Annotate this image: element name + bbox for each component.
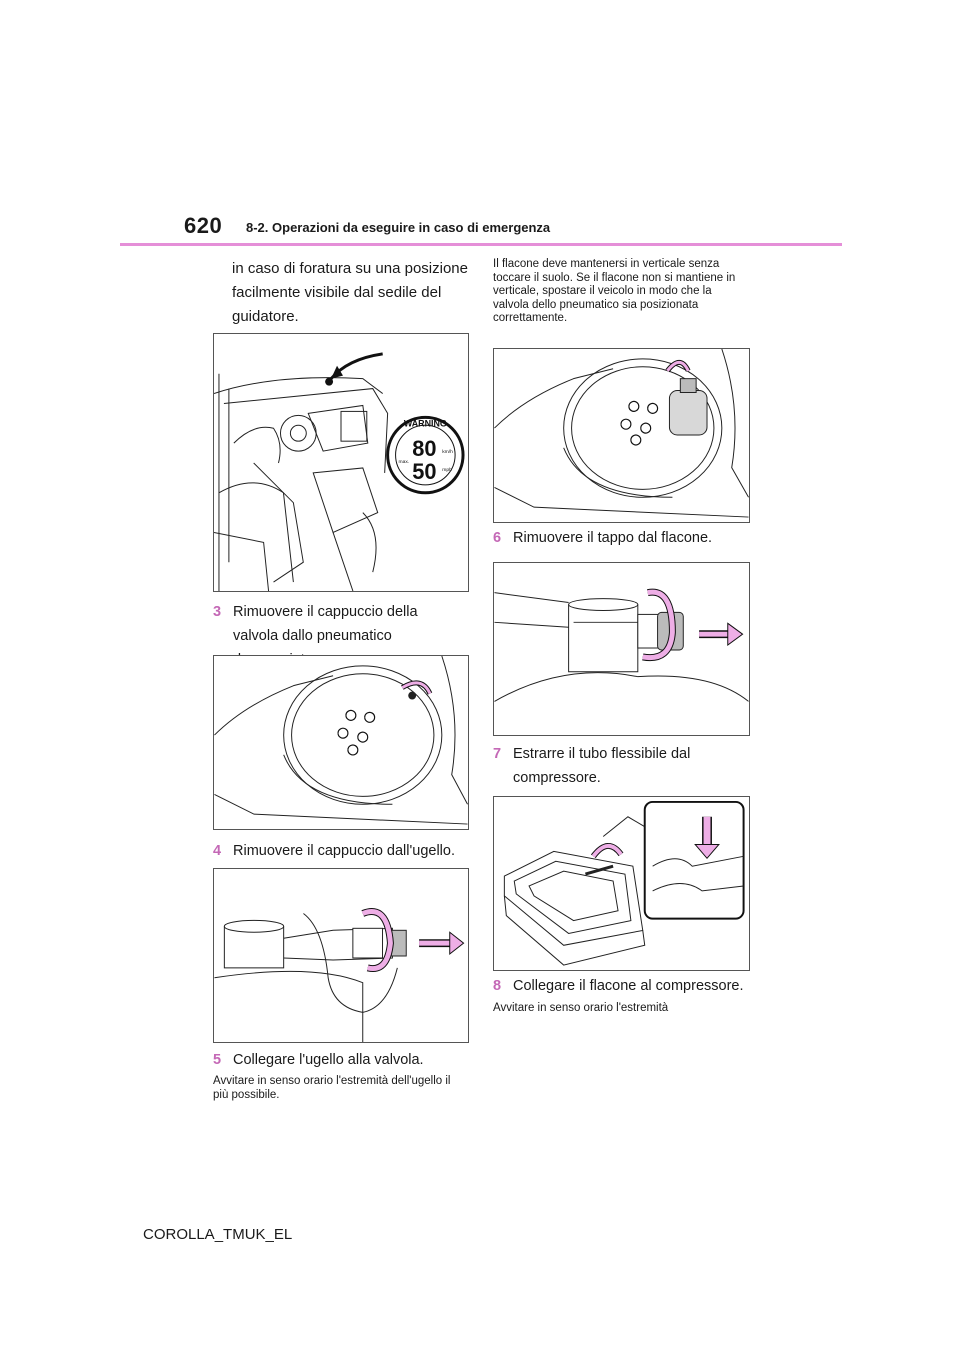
step-5-note: Avvitare in senso orario l'estremità del… [213, 1075, 451, 1101]
step-number: 6 [493, 530, 502, 546]
dashboard-illustration: WARNING 80 50 km/h mph max. [214, 352, 465, 591]
header-rule [120, 243, 842, 246]
figure-compressor-hose [493, 796, 750, 971]
step-text: Collegare l'ugello alla valvola. [233, 1052, 424, 1068]
rotation-arrow-icon [591, 843, 623, 858]
sticker-max-label: max. [399, 460, 410, 465]
step-4: 4 Rimuovere il cappuccio dall'ugello. [213, 839, 471, 863]
step-7: 7 Estrarre il tubo flessibile dal compres… [493, 742, 751, 790]
figure-bottle-cap [493, 562, 750, 736]
rotation-arrow-icon [401, 681, 432, 695]
step-8-note: Avvitare in senso orario l'estremità [493, 1002, 669, 1014]
step-text: Collegare il flacone al compressore. [513, 978, 744, 994]
sticker-speed-kmh: 80 [412, 436, 436, 461]
step-number: 3 [213, 604, 222, 620]
sticker-speed-mph: 50 [412, 459, 436, 484]
step-text: Estrarre il tubo flessibile dal compress… [513, 746, 691, 786]
step-text: Rimuovere il tappo dal flacone. [513, 530, 713, 546]
step-5: 5 Collegare l'ugello alla valvola. [213, 1048, 471, 1072]
step-8: 8 Collegare il flacone al compressore. [493, 974, 751, 998]
step-number: 4 [213, 843, 222, 859]
model-code: COROLLA_TMUK_EL [143, 1226, 293, 1243]
left-intro-text: in caso di foratura su una posizione fac… [232, 260, 468, 325]
right-intro-text: Il flacone deve mantenersi in verticale … [493, 258, 736, 324]
rotation-arrow-icon [666, 360, 690, 372]
rotation-arrow-icon [642, 589, 675, 661]
figure-bottle-on-wheel [493, 348, 750, 523]
zoom-inset [602, 800, 745, 920]
step-number: 5 [213, 1052, 222, 1068]
step-number: 8 [493, 978, 502, 994]
sticker-unit-kmh: km/h [442, 449, 453, 455]
sticker-title: WARNING [404, 418, 447, 428]
sticker-unit-mph: mph [442, 467, 452, 473]
figure-dashboard-sticker: WARNING 80 50 km/h mph max. [213, 333, 469, 592]
section-title: 8-2. Operazioni da eseguire in caso di e… [246, 220, 551, 235]
step-6: 6 Rimuovere il tappo dal flacone. [493, 526, 751, 550]
figure-nozzle-cap [213, 868, 469, 1043]
page-number: 620 [184, 213, 223, 238]
warning-sticker: WARNING 80 50 km/h mph max. [386, 415, 465, 495]
figure-wheel-valve [213, 655, 469, 830]
step-number: 7 [493, 746, 502, 762]
rotation-arrow-icon [361, 909, 393, 972]
step-text: Rimuovere il cappuccio dall'ugello. [233, 843, 455, 859]
